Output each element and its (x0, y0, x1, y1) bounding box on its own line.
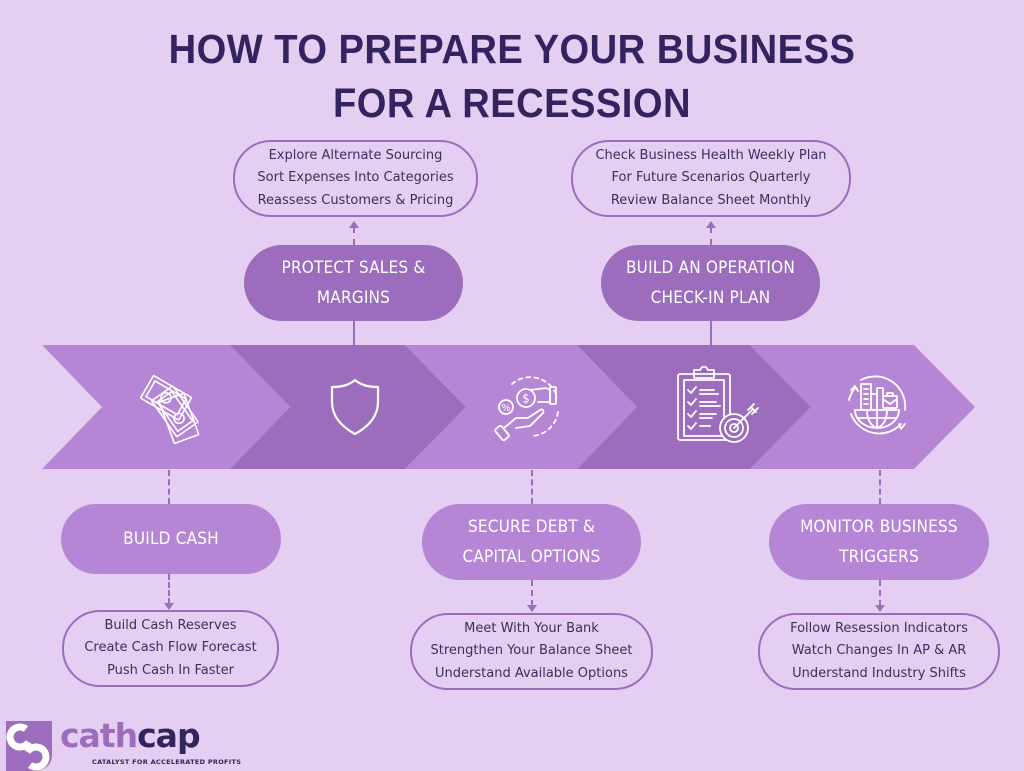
connector-step-1 (168, 470, 170, 504)
hand-coins-percent-icon: % $ (494, 376, 559, 442)
step-label: BUILD AN OPERATION (625, 258, 796, 278)
step-label: CAPITAL OPTIONS (462, 547, 601, 567)
detail-item: Build Cash Reserves (104, 617, 237, 633)
chevron-step-2 (230, 345, 466, 469)
arrow-down-icon (527, 605, 537, 612)
logo-wordmark: cathcap (60, 716, 201, 755)
step-label: CHECK-IN PLAN (650, 288, 771, 308)
detail-item: Push Cash In Faster (107, 662, 234, 678)
step-label: MARGINS (316, 288, 391, 308)
shield-icon (330, 378, 380, 436)
detail-item: Reassess Customers & Pricing (257, 192, 454, 208)
connector-step-1-detail (168, 574, 170, 604)
arrow-down-icon (875, 605, 885, 612)
detail-box-build-cash: Build Cash Reserves Create Cash Flow For… (62, 610, 279, 687)
connector-step-2 (353, 321, 355, 345)
connector-step-2-detail (353, 227, 355, 245)
detail-item: Meet With Your Bank (464, 620, 599, 636)
arrow-down-icon (164, 603, 174, 610)
detail-item: Understand Industry Shifts (792, 665, 966, 681)
svg-text:%: % (501, 403, 511, 414)
chevron-step-5 (750, 345, 975, 469)
logo-tagline: CATALYST FOR ACCELERATED PROFITS (92, 758, 242, 766)
detail-box-protect-sales: Explore Alternate Sourcing Sort Expenses… (233, 140, 478, 217)
step-label: PROTECT SALES & (281, 258, 426, 278)
money-bills-icon (140, 375, 200, 444)
connector-step-5 (879, 470, 881, 504)
detail-item: Strengthen Your Balance Sheet (430, 643, 633, 659)
chevron-step-4 (577, 345, 811, 469)
detail-item: Follow Resession Indicators (790, 620, 968, 636)
chevron-step-3 (405, 345, 637, 469)
step-label: MONITOR BUSINESS (800, 517, 958, 537)
step-pill-build-cash[interactable]: BUILD CASH (61, 504, 281, 574)
step-pill-secure-debt[interactable]: SECURE DEBT & CAPITAL OPTIONS (422, 504, 641, 580)
step-pill-monitor-triggers[interactable]: MONITOR BUSINESS TRIGGERS (769, 504, 989, 580)
connector-step-4-detail (710, 227, 712, 245)
arrow-up-icon (349, 221, 359, 228)
chevron-step-1 (42, 345, 290, 469)
detail-item: Create Cash Flow Forecast (84, 640, 257, 656)
cathcap-logo: cathcap CATALYST FOR ACCELERATED PROFITS (4, 716, 264, 771)
arrow-up-icon (706, 221, 716, 228)
detail-item: Sort Expenses Into Categories (257, 170, 454, 186)
step-pill-protect-sales[interactable]: PROTECT SALES & MARGINS (244, 245, 463, 321)
detail-item: Review Balance Sheet Monthly (610, 192, 812, 208)
detail-box-secure-debt: Meet With Your Bank Strengthen Your Bala… (410, 613, 653, 690)
globe-business-cycle-icon (848, 375, 907, 435)
page-title-line-2: FOR A RECESSION (333, 80, 691, 126)
detail-box-monitor-triggers: Follow Resession Indicators Watch Change… (758, 613, 1000, 690)
connector-step-4 (710, 321, 712, 345)
detail-item: Watch Changes In AP & AR (791, 643, 967, 659)
detail-item: Check Business Health Weekly Plan (595, 147, 827, 163)
clipboard-target-icon (677, 366, 759, 443)
step-pill-operation-plan[interactable]: BUILD AN OPERATION CHECK-IN PLAN (601, 245, 820, 321)
detail-item: Understand Available Options (435, 665, 628, 681)
connector-step-5-detail (879, 580, 881, 606)
detail-item: Explore Alternate Sourcing (268, 147, 443, 163)
svg-text:$: $ (522, 392, 530, 406)
detail-item: For Future Scenarios Quarterly (611, 170, 811, 186)
step-label: TRIGGERS (839, 547, 919, 567)
page-title-line-1: HOW TO PREPARE YOUR BUSINESS (168, 26, 856, 72)
cathcap-logo-mark-icon (6, 721, 52, 771)
step-label: SECURE DEBT & (467, 517, 596, 537)
step-label: BUILD CASH (123, 529, 219, 549)
connector-step-3-detail (531, 580, 533, 606)
detail-box-operation-plan: Check Business Health Weekly Plan For Fu… (571, 140, 851, 217)
connector-step-3 (531, 470, 533, 504)
